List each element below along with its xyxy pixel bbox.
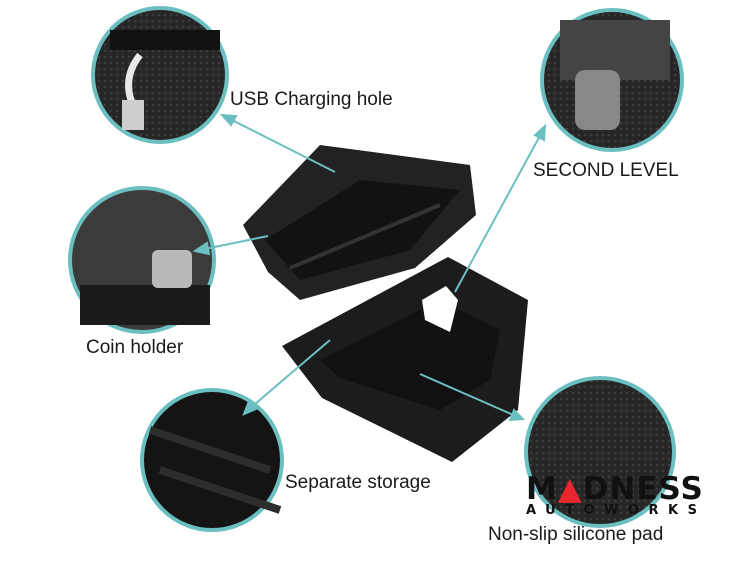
- label-separate-storage: Separate storage: [285, 472, 431, 493]
- detail-silicone-pad: [524, 376, 676, 528]
- label-second-level: SECOND LEVEL: [533, 160, 679, 181]
- label-non-slip-pad: Non-slip silicone pad: [488, 524, 664, 545]
- detail-usb-hole: [91, 6, 229, 144]
- detail-coin-holder: [68, 186, 216, 334]
- label-coin-holder: Coin holder: [86, 337, 184, 358]
- logo-wordmark: M▲DNESS: [526, 471, 704, 507]
- madness-autoworks-logo: M▲DNESS AUTOWORKS: [526, 474, 726, 518]
- console-organizer-product: [243, 145, 528, 462]
- detail-second-level: [540, 8, 684, 152]
- logo-subtitle: AUTOWORKS: [526, 503, 707, 518]
- callout-arrows: [192, 113, 547, 422]
- label-usb-charging-hole: USB Charging hole: [230, 89, 393, 110]
- detail-separate-storage: [140, 388, 284, 532]
